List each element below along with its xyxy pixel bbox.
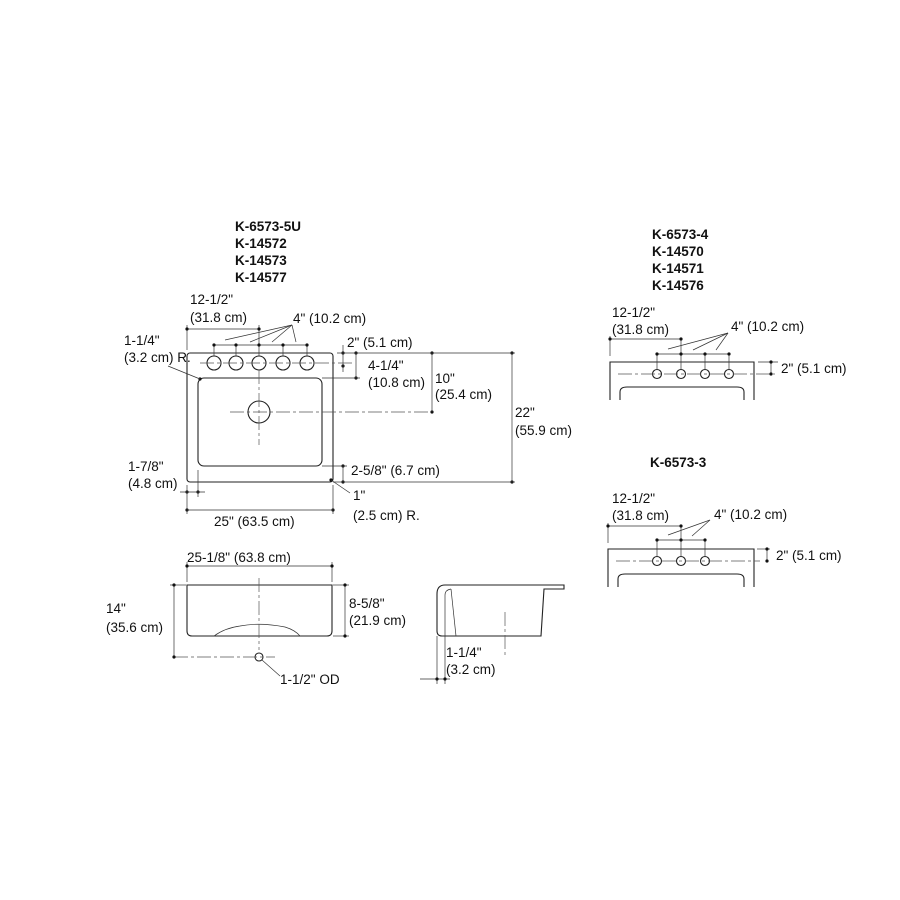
- four-hole-view: K-6573-4 K-14570 K-14571 K-14576 12-1/2"…: [608, 227, 847, 400]
- dim-label: (4.8 cm): [128, 476, 178, 491]
- dim-label: 12-1/2": [612, 491, 655, 506]
- dim-label: 1-7/8": [128, 459, 164, 474]
- dim-label: (35.6 cm): [106, 620, 163, 635]
- dim-label: 2" (5.1 cm): [776, 548, 842, 563]
- front-view: 25-1/8" (63.8 cm) 14" (35.6 cm) 8-5/8" (…: [106, 550, 406, 687]
- model-label: K-6573-5U: [235, 219, 301, 234]
- dim-label: 2" (5.1 cm): [347, 335, 413, 350]
- dim-label: 25" (63.5 cm): [214, 514, 295, 529]
- dim-label: (31.8 cm): [612, 508, 669, 523]
- dim-label: (21.9 cm): [349, 613, 406, 628]
- dim-label: 4" (10.2 cm): [293, 311, 366, 326]
- model-label: K-14573: [235, 253, 287, 268]
- dim-label: 4-1/4": [368, 358, 404, 373]
- dim-label: (2.5 cm) R.: [353, 508, 420, 523]
- dim-label: 4" (10.2 cm): [731, 319, 804, 334]
- dim-label: 8-5/8": [349, 596, 385, 611]
- dim-label: 2" (5.1 cm): [781, 361, 847, 376]
- dim-label: 2-5/8" (6.7 cm): [351, 463, 440, 478]
- dim-label: 1-1/4": [446, 645, 482, 660]
- dim-label: (31.8 cm): [190, 310, 247, 325]
- dim-label: (31.8 cm): [612, 322, 669, 337]
- dim-label: (3.2 cm) R.: [124, 350, 191, 365]
- dim-label: 10": [435, 371, 455, 386]
- dim-label: 22": [515, 405, 535, 420]
- dim-label: 4" (10.2 cm): [714, 507, 787, 522]
- model-label: K-14577: [235, 270, 287, 285]
- top-view: 12-1/2" (31.8 cm) 4" (10.2 cm) 1-1/4" (3…: [124, 292, 572, 529]
- dim-label: (55.9 cm): [515, 423, 572, 438]
- dim-label: (3.2 cm): [446, 662, 496, 677]
- side-view: 1-1/4" (3.2 cm): [420, 584, 565, 684]
- dim-label: 1": [353, 488, 366, 503]
- left-model-list: K-6573-5U K-14572 K-14573 K-14577: [235, 219, 301, 285]
- dim-label: 25-1/8" (63.8 cm): [187, 550, 291, 565]
- model-label: K-6573-4: [652, 227, 709, 242]
- dim-label: (25.4 cm): [435, 387, 492, 402]
- dim-label: 12-1/2": [612, 305, 655, 320]
- model-label: K-14571: [652, 261, 704, 276]
- dim-label: (10.8 cm): [368, 375, 425, 390]
- dim-label: 1-1/4": [124, 333, 160, 348]
- three-hole-view: K-6573-3 12-1/2" (31.8 cm) 4" (10.2 cm) …: [606, 455, 842, 587]
- model-label: K-14572: [235, 236, 287, 251]
- model-label: K-14576: [652, 278, 704, 293]
- dim-label: 12-1/2": [190, 292, 233, 307]
- model-label: K-6573-3: [650, 455, 707, 470]
- dim-label: 14": [106, 601, 126, 616]
- model-label: K-14570: [652, 244, 704, 259]
- dim-label: 1-1/2" OD: [280, 672, 340, 687]
